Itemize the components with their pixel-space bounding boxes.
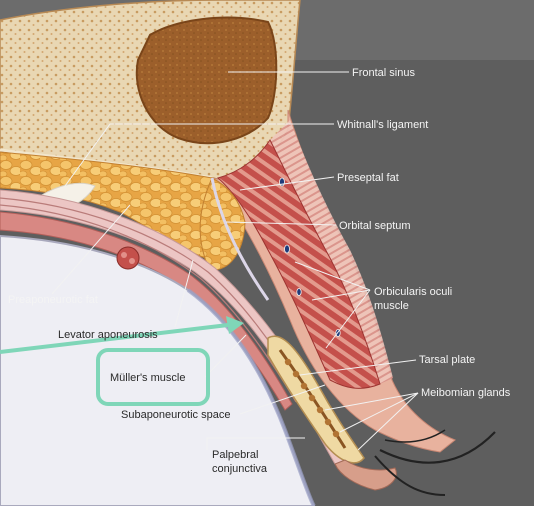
- leader-meibomian-2: [339, 392, 419, 433]
- leader-levator-aponeurosis: [174, 259, 194, 328]
- leader-orbicularis-3: [325, 289, 371, 349]
- label-tarsal-plate: Tarsal plate: [419, 354, 475, 366]
- leader-orbicularis-2: [311, 289, 371, 301]
- leader-preaponeurotic-fat: [51, 204, 131, 295]
- label-frontal-sinus: Frontal sinus: [352, 67, 415, 79]
- label-palpebral-line2: conjunctiva: [212, 463, 268, 475]
- leader-mullers-muscle: [204, 334, 247, 378]
- leader-orbital-septum: [225, 221, 337, 226]
- label-palpebral-line1: Palpebral: [212, 449, 258, 461]
- label-subaponeurotic-space: Subaponeurotic space: [121, 409, 230, 421]
- label-orbital-septum: Orbital septum: [339, 220, 411, 232]
- leader-tarsal-plate: [299, 359, 417, 376]
- levator-stripe-2: [0, 204, 297, 403]
- leader-subaponeurotic-space: [239, 384, 326, 415]
- leader-meibomian-1: [324, 392, 419, 411]
- eyelash-1: [379, 431, 496, 464]
- eyelash-2: [374, 455, 446, 496]
- meibomian-gland-lobules: [284, 358, 340, 438]
- leader-palpebral-conjunctiva: [206, 437, 305, 450]
- leader-preseptal-fat: [239, 176, 335, 191]
- highlight-box: [96, 348, 210, 406]
- orbital-septum-line: [210, 177, 270, 301]
- label-meibomian-glands: Meibomian glands: [421, 387, 511, 399]
- orbicularis-oculi-muscle: [216, 139, 381, 389]
- label-preseptal-fat: Preseptal fat: [337, 172, 399, 184]
- leader-orbicularis-1: [294, 261, 371, 291]
- frontal-sinus: [135, 16, 278, 145]
- label-mullers-muscle: Müller's muscle: [110, 372, 185, 384]
- leader-whitnalls-ligament: [64, 123, 334, 187]
- peripheral-arcade-vessel: [116, 246, 140, 270]
- label-levator-aponeurosis: Levator aponeurosis: [58, 329, 158, 341]
- label-orbicularis-line1: Orbicularis oculi: [374, 286, 452, 298]
- conjunctiva-line: [186, 288, 316, 506]
- label-preaponeurotic-fat: Preaponeurotic fat: [8, 294, 98, 306]
- eyelash-3: [384, 429, 446, 443]
- highlight-arrow: [0, 316, 244, 354]
- label-whitnalls-ligament: Whitnall's ligament: [337, 119, 428, 131]
- lid-margin: [334, 459, 397, 491]
- dermis-band: [270, 120, 393, 384]
- leader-meibomian-3: [357, 392, 419, 451]
- mullers-muscle-band: [0, 211, 293, 411]
- label-orbicularis-line2: muscle: [374, 300, 409, 312]
- leader-lines: [51, 71, 419, 451]
